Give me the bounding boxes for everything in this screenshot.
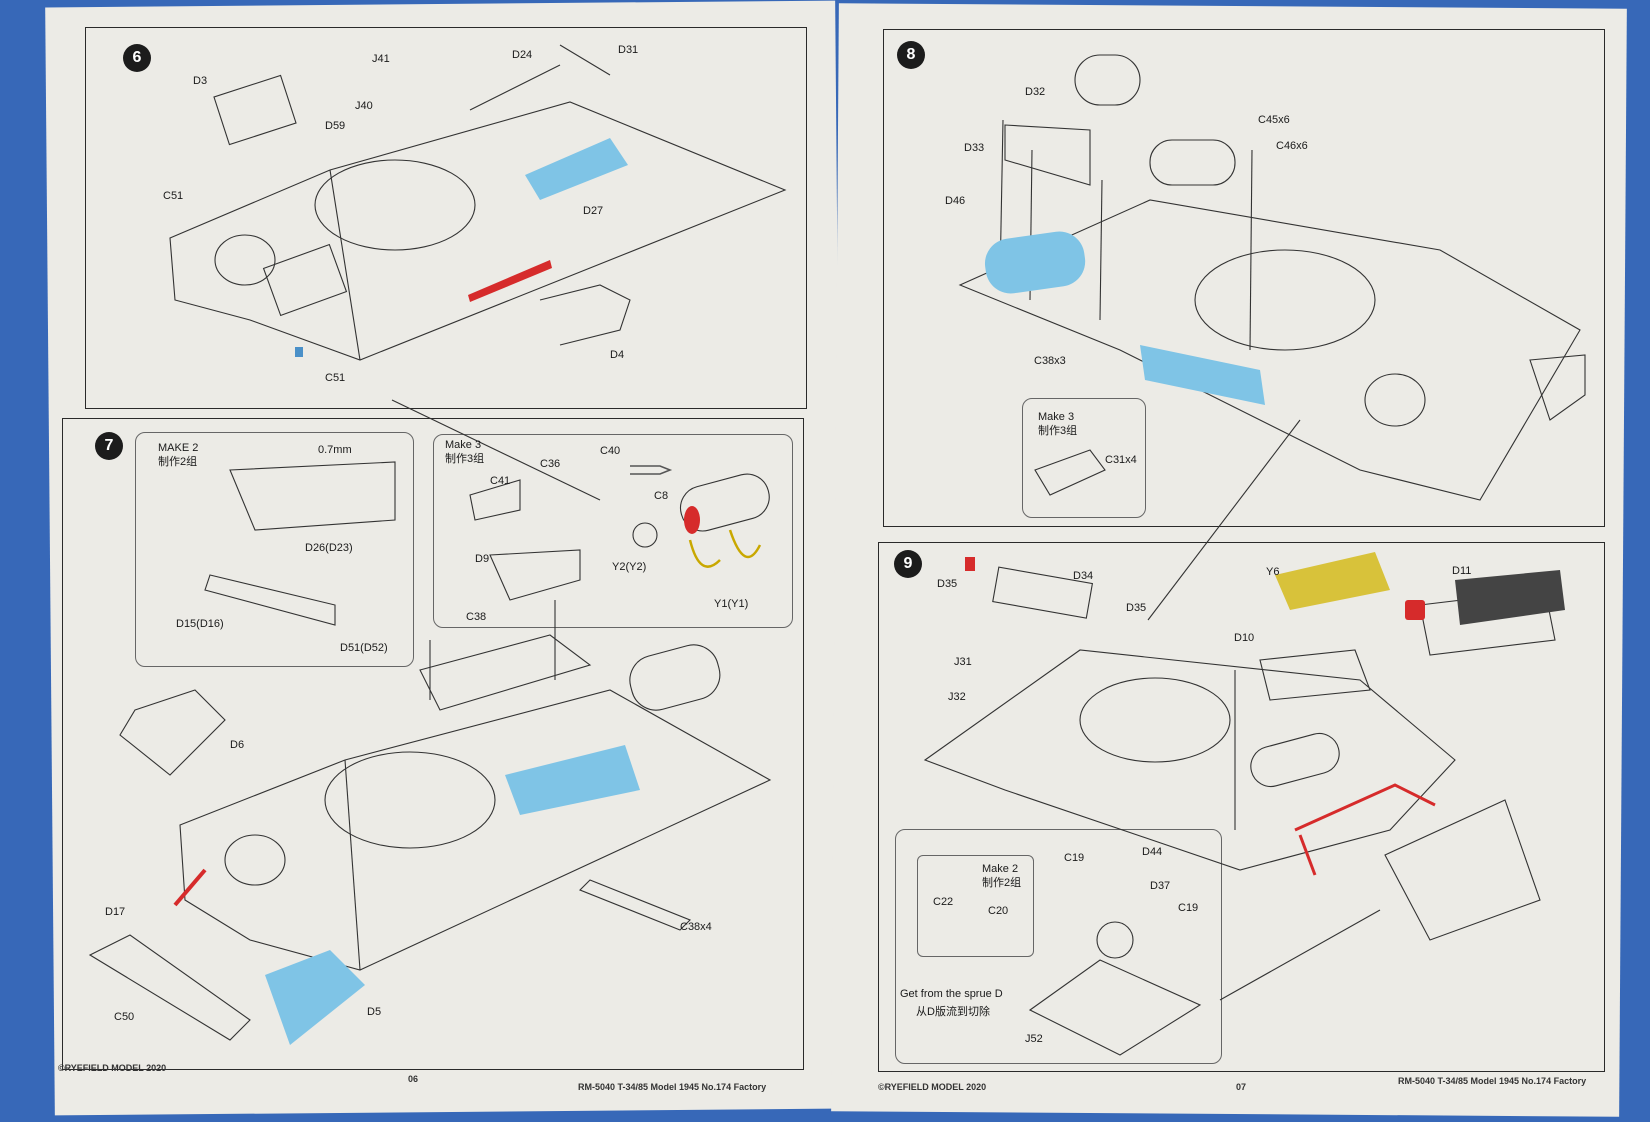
part-label-D35-left: D35	[937, 578, 958, 590]
make-2-text-cn-step9: 制作2组	[982, 877, 1022, 889]
sprue-text-cn: 从D版流到切除	[916, 1006, 990, 1018]
part-label-J31: J31	[954, 656, 972, 668]
copyright-left: ©RYEFIELD MODEL 2020	[58, 1063, 167, 1073]
part-label-D35-right: D35	[1126, 602, 1147, 614]
part-label-D15: D15(D16)	[176, 618, 224, 630]
sprue-text: Get from the sprue D	[900, 988, 1003, 1000]
step-7-make3-box	[433, 434, 793, 628]
make-3-text: Make 3	[445, 439, 482, 451]
step-number-7: 7	[95, 432, 123, 460]
part-label-Y1: Y1(Y1)	[714, 598, 749, 610]
part-label-C22: C22	[933, 896, 954, 908]
make-3-text-cn: 制作3组	[445, 453, 485, 465]
part-label-C19-top: C19	[1064, 852, 1085, 864]
part-label-C38x4: C38x4	[680, 921, 712, 933]
step-number-8: 8	[897, 41, 925, 69]
part-label-D32: D32	[1025, 86, 1046, 98]
part-label-D59: D59	[325, 120, 346, 132]
part-label-D51: D51(D52)	[340, 642, 388, 654]
copyright-right: ©RYEFIELD MODEL 2020	[878, 1082, 987, 1092]
part-label-D10: D10	[1234, 632, 1255, 644]
part-label-C46x6: C46x6	[1276, 140, 1308, 152]
step-number-9: 9	[894, 550, 922, 578]
part-label-J52: J52	[1025, 1033, 1043, 1045]
part-label-D37: D37	[1150, 880, 1171, 892]
part-label-D27: D27	[583, 205, 604, 217]
part-label-J32: J32	[948, 691, 966, 703]
part-label-C20: C20	[988, 905, 1009, 917]
part-label-D34: D34	[1073, 570, 1094, 582]
part-label-C50: C50	[114, 1011, 135, 1023]
step-8-make3-box	[1022, 398, 1146, 518]
part-label-C19-right: C19	[1178, 902, 1199, 914]
step-9-make2-box	[917, 855, 1034, 957]
part-label-D9: D9	[475, 553, 490, 565]
part-label-D6: D6	[230, 739, 245, 751]
part-label-D44: D44	[1142, 846, 1163, 858]
step-7-make2-box	[135, 432, 414, 667]
step-6-panel	[85, 27, 807, 409]
make-3-note-step8: Make 3 制作3组	[1038, 410, 1077, 438]
drill-size-label: 0.7mm	[318, 444, 352, 456]
make-3-note: Make 3 制作3组	[445, 438, 484, 466]
part-label-J40: J40	[355, 100, 373, 112]
page-number-right: 07	[1236, 1082, 1247, 1092]
part-label-D46: D46	[945, 195, 966, 207]
part-label-C8: C8	[654, 490, 669, 502]
step-9-detail-box	[895, 829, 1222, 1064]
make-3-text-cn-step8: 制作3组	[1038, 425, 1078, 437]
part-label-D3: D3	[193, 75, 208, 87]
make-2-text: MAKE 2	[158, 442, 199, 454]
make-3-text-step8: Make 3	[1038, 411, 1075, 423]
part-label-D17: D17	[105, 906, 126, 918]
part-label-D24: D24	[512, 49, 533, 61]
make-2-text-cn: 制作2组	[158, 456, 198, 468]
part-label-C36: C36	[540, 458, 561, 470]
part-label-D11: D11	[1452, 565, 1472, 577]
part-label-C40: C40	[600, 445, 621, 457]
page-number-left: 06	[408, 1074, 419, 1084]
sprue-note: Get from the sprue D 从D版流到切除	[900, 985, 1003, 1021]
part-label-C51-bottom: C51	[325, 372, 346, 384]
part-label-D33: D33	[964, 142, 985, 154]
step-number-6: 6	[123, 44, 151, 72]
part-label-C41: C41	[490, 475, 511, 487]
part-label-C45x6: C45x6	[1258, 114, 1290, 126]
model-title-left: RM-5040 T-34/85 Model 1945 No.174 Factor…	[578, 1082, 767, 1092]
part-label-D26: D26(D23)	[305, 542, 353, 554]
part-label-C31x4: C31x4	[1105, 454, 1137, 466]
part-label-D4: D4	[610, 349, 625, 361]
part-label-C38: C38	[466, 611, 487, 623]
step-7-panel	[62, 418, 804, 1070]
part-label-Y6: Y6	[1266, 566, 1280, 578]
part-label-J41: J41	[372, 53, 390, 65]
part-label-Y2: Y2(Y2)	[612, 561, 647, 573]
part-label-C38x3: C38x3	[1034, 355, 1066, 367]
make-2-note: MAKE 2 制作2组	[158, 441, 198, 469]
step-8-panel	[883, 29, 1605, 527]
model-title-right: RM-5040 T-34/85 Model 1945 No.174 Factor…	[1398, 1076, 1587, 1086]
step-9-panel	[878, 542, 1605, 1072]
part-label-C51-top: C51	[163, 190, 184, 202]
make-2-text-step9: Make 2	[982, 863, 1019, 875]
make-2-note-step9: Make 2 制作2组	[982, 862, 1021, 890]
part-label-D5: D5	[367, 1006, 382, 1018]
part-label-D31: D31	[618, 44, 639, 56]
